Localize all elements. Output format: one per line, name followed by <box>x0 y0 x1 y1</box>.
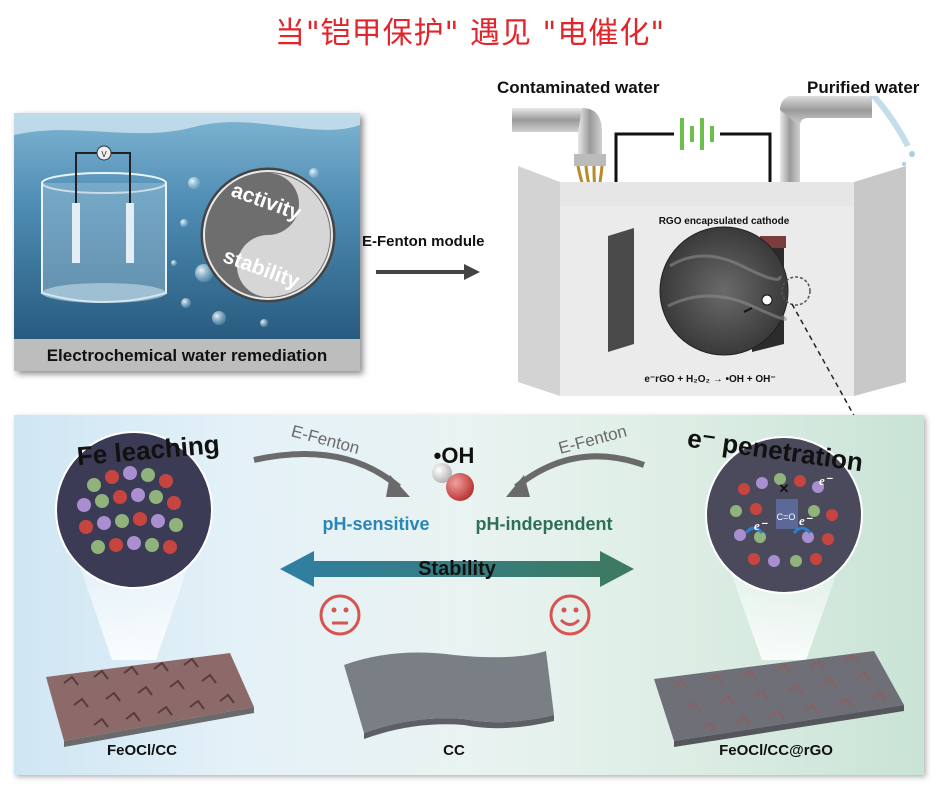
purified-water-label: Purified water <box>807 78 920 97</box>
comparison-illustration: ✕ C=O e⁻ e⁻ e⁻ Fe leaching e⁻ penetratio… <box>46 421 904 759</box>
right-lattice <box>730 473 838 567</box>
happy-face-icon <box>549 594 591 636</box>
left-substrate <box>46 653 254 747</box>
voltmeter-symbol: V <box>101 150 107 159</box>
e-fenton-right-label: E-Fenton <box>556 421 628 457</box>
battery-icon <box>680 118 714 150</box>
feocl-cc-rgo-label: FeOCl/CC@rGO <box>719 742 833 759</box>
carbonyl-label: C=O <box>777 512 796 522</box>
figure-title: 当"铠甲保护" 遇见 "电催化" <box>274 16 666 51</box>
yin-yang-icon <box>200 167 336 303</box>
module-arrow <box>376 264 480 280</box>
water-remediation-panel: V activity stability Electrochemical wat… <box>14 113 360 371</box>
electron-label-2: e⁻ <box>754 518 769 533</box>
reactor-illustration: RGO encapsulated cathode e⁻rGO + H₂O₂ → … <box>512 96 915 396</box>
cathode-label: RGO encapsulated cathode <box>659 216 790 227</box>
ph-sensitive-label: pH-sensitive <box>322 514 429 534</box>
center-substrate <box>344 651 554 739</box>
e-fenton-reactor: RGO encapsulated cathode e⁻rGO + H₂O₂ → … <box>512 96 926 396</box>
reaction-equation: e⁻rGO + H₂O₂ → •OH + OH⁻ <box>644 374 775 385</box>
sad-face-icon <box>319 594 361 636</box>
zoom-connector <box>791 303 863 431</box>
beaker: V <box>41 145 167 303</box>
stability-arrow-label: Stability <box>418 558 497 580</box>
electron-label-3: e⁻ <box>799 513 814 528</box>
bubbles <box>171 168 319 327</box>
underwater-scene: V activity stability Electrochemical wat… <box>14 113 360 371</box>
cc-label: CC <box>443 742 465 759</box>
blocked-mark: ✕ <box>779 481 790 496</box>
stability-arrow <box>280 551 634 587</box>
left-lattice <box>77 466 183 554</box>
feocl-cc-label: FeOCl/CC <box>107 742 177 759</box>
fe-leaching-label: Fe leaching <box>76 429 221 471</box>
ph-independent-label: pH-independent <box>476 514 613 534</box>
right-substrate <box>654 651 904 747</box>
remediation-caption: Electrochemical water remediation <box>47 346 328 365</box>
e-fenton-module-label: E-Fenton module <box>362 233 485 250</box>
comparison-panel: ✕ C=O e⁻ e⁻ e⁻ Fe leaching e⁻ penetratio… <box>14 415 924 775</box>
contaminated-water-label: Contaminated water <box>497 78 660 97</box>
electron-label-1: e⁻ <box>819 473 834 488</box>
hydroxyl-molecule-icon <box>432 463 474 501</box>
